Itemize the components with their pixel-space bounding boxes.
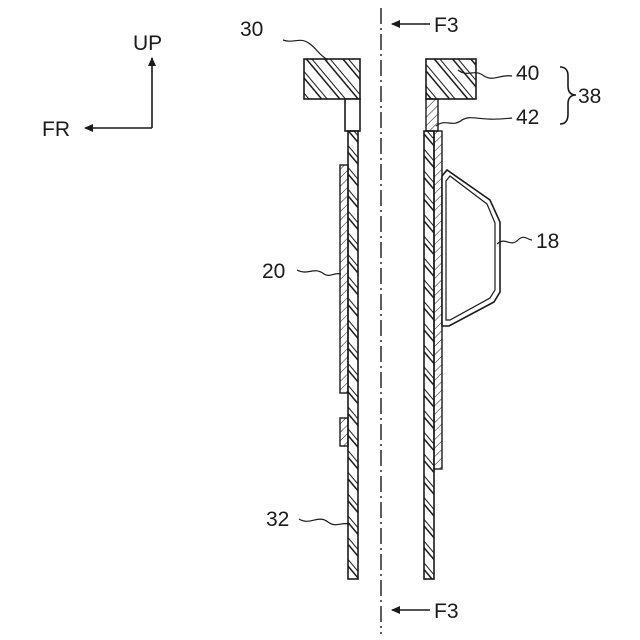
leader-18 [497, 237, 532, 244]
left-panel-assembly [304, 59, 360, 579]
right-panel-assembly [424, 59, 500, 579]
up-label: UP [133, 32, 162, 55]
section-label-bottom: F3 [434, 600, 459, 623]
left-neck [345, 99, 360, 131]
right-inner-liner [434, 131, 442, 469]
right-outer-panel [424, 131, 434, 579]
front-label: FR [42, 118, 70, 141]
bracket-outer [442, 170, 500, 326]
right-flange-block [426, 59, 476, 99]
callout-38: 38 [578, 85, 601, 108]
section-label-top: F3 [434, 14, 459, 37]
callout-40: 40 [516, 62, 539, 85]
callout-20: 20 [262, 260, 285, 283]
orientation-indicator: UP FR [42, 32, 162, 141]
leader-42 [436, 118, 512, 126]
left-flange-block [304, 59, 360, 99]
callout-42: 42 [516, 106, 539, 129]
left-clip [340, 418, 348, 446]
leader-20 [297, 270, 341, 275]
left-reinforcement [340, 165, 348, 393]
callout-18: 18 [536, 230, 559, 253]
leader-32 [299, 519, 350, 525]
left-outer-panel [348, 131, 358, 579]
callout-30: 30 [240, 18, 263, 41]
group-brace-38 [560, 67, 576, 124]
reference-numerals: 30 40 42 38 18 20 32 [240, 18, 601, 531]
leader-30 [283, 40, 328, 60]
callout-32: 32 [266, 508, 289, 531]
